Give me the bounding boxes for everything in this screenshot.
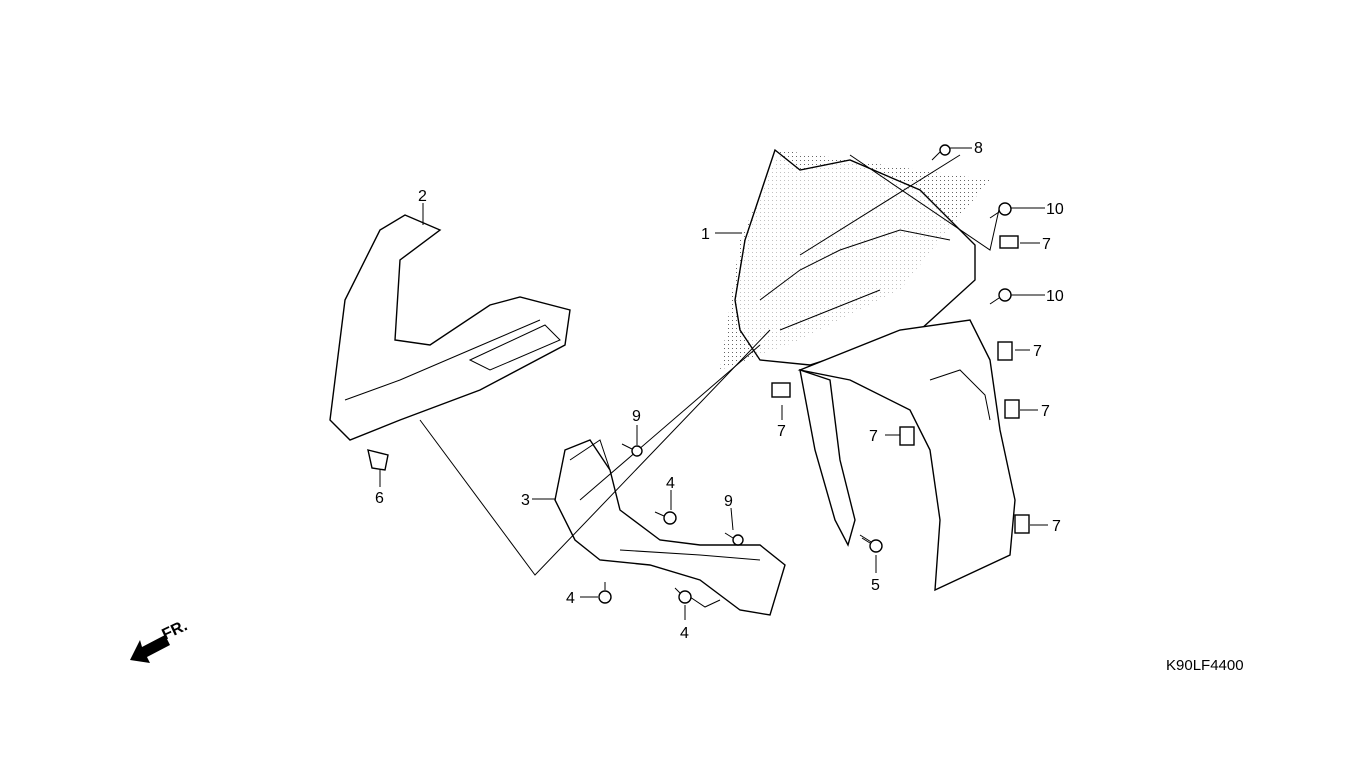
callout-7: 7 <box>1042 236 1051 253</box>
rivet-icon <box>861 537 883 553</box>
clip-nut-icon <box>999 235 1019 249</box>
callout-5: 5 <box>871 577 880 594</box>
callout-7: 7 <box>869 428 878 445</box>
bolt-icon <box>654 511 677 525</box>
callout-3: 3 <box>521 492 530 509</box>
clip-icon <box>367 449 389 471</box>
clip-nut-icon <box>1014 514 1030 534</box>
bolt-icon <box>989 202 1012 219</box>
callout-labels: 1 2 3 4 4 4 5 6 7 7 7 7 7 7 7 8 9 9 10 1… <box>375 140 1064 642</box>
callout-7: 7 <box>1041 403 1050 420</box>
screw-icon <box>621 443 643 457</box>
direction-label: FR. <box>160 617 191 643</box>
diagram-code: K90LF4400 <box>1166 657 1244 674</box>
callout-10: 10 <box>1046 201 1064 218</box>
callout-9: 9 <box>632 408 641 425</box>
callout-4: 4 <box>566 590 575 607</box>
clip-nut-icon <box>1004 399 1020 419</box>
callout-7: 7 <box>1033 343 1042 360</box>
callout-4: 4 <box>666 475 675 492</box>
lower-cover-part-3 <box>554 439 786 616</box>
callout-1: 1 <box>701 226 710 243</box>
callout-2: 2 <box>418 188 427 205</box>
callout-7: 7 <box>1052 518 1061 535</box>
callout-4: 4 <box>680 625 689 642</box>
callout-10: 10 <box>1046 288 1064 305</box>
bolt-icon <box>598 582 612 604</box>
upper-cowl-part-1 <box>720 148 990 370</box>
fasteners <box>367 144 1030 604</box>
bolt-icon <box>989 288 1012 305</box>
callout-7: 7 <box>777 423 786 440</box>
screw-icon <box>724 532 744 546</box>
front-direction-arrow-icon: FR. <box>130 617 190 663</box>
side-panel <box>797 319 1016 592</box>
leader-lines <box>379 147 1048 620</box>
bolt-icon <box>674 587 692 604</box>
screw-icon <box>931 144 951 161</box>
callout-6: 6 <box>375 490 384 507</box>
clip-nut-icon <box>997 341 1013 361</box>
callout-8: 8 <box>974 140 983 157</box>
clip-nut-icon <box>771 382 791 398</box>
clip-nut-icon <box>899 426 915 446</box>
callout-9: 9 <box>724 493 733 510</box>
front-cover-part-2 <box>329 214 571 441</box>
